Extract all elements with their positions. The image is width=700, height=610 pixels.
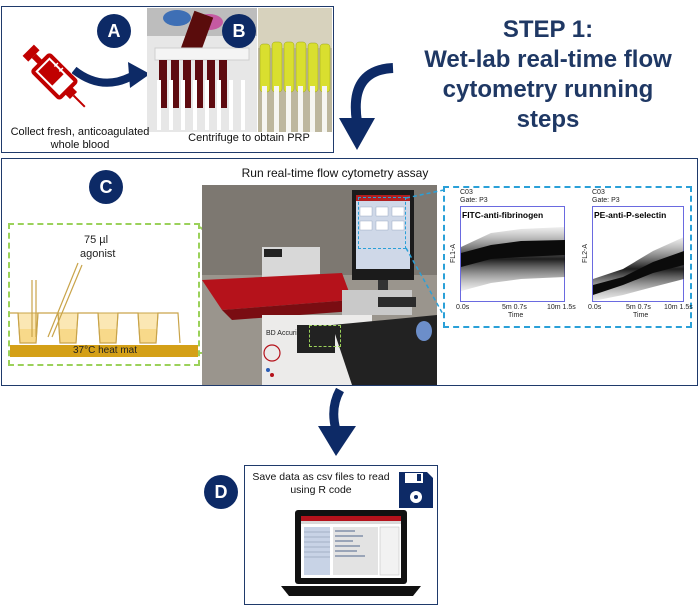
step-title-line1: STEP 1: (502, 16, 594, 43)
plot2-tick1: 0.0s (588, 304, 602, 311)
floppy-disk-icon (399, 472, 433, 508)
caption-a-line1: Collect fresh, anticoagulated (10, 126, 150, 138)
caption-d-line2: using R code (290, 484, 352, 496)
plot1-tick3: 10m 1.5s (547, 304, 576, 311)
agonist-label: agonist (80, 248, 116, 260)
caption-a-line2: whole blood (50, 139, 110, 151)
caption-d-line1: Save data as csv files to read (252, 471, 390, 483)
caption-a: Collect fresh, anticoagulated whole bloo… (4, 126, 156, 152)
badge-b: B (222, 14, 256, 48)
sample-holder-highlight (309, 325, 341, 347)
plots-box (443, 186, 692, 328)
monitor-highlight (358, 197, 406, 249)
prp-tubes-photo (258, 8, 332, 132)
step-title-line2: Wet-lab real-time flow (424, 46, 672, 73)
caption-b: Centrifuge to obtain PRP (188, 132, 310, 144)
badge-a: A (97, 14, 131, 48)
syringe-icon (22, 44, 86, 108)
plot2-title: PE-anti-P-selectin (594, 210, 667, 220)
arrow-to-panel-c (339, 63, 394, 150)
blue-connector (405, 189, 445, 317)
plot2-xlabel: Time (633, 312, 649, 319)
arrow-a-to-b (72, 62, 150, 88)
panel-c-title: Run real-time flow cytometry assay (241, 166, 429, 180)
plate-schematic-box (8, 223, 200, 366)
plot1-xlabel: Time (508, 312, 524, 319)
plot2-header1: C03 (592, 189, 605, 196)
badge-d: D (204, 475, 238, 509)
plot2-tick2: 5m 0.7s (626, 304, 651, 311)
plot1-tick1: 0.0s (456, 304, 470, 311)
plot2-ylabel: FL2-A (582, 243, 590, 264)
plot1-tick2: 5m 0.7s (502, 304, 527, 311)
plot1-title: FITC-anti-fibrinogen (462, 210, 544, 220)
plot2-header2: Gate: P3 (592, 197, 620, 204)
agonist-volume-label: 75 µl (84, 234, 109, 246)
step-title-line4: steps (516, 106, 580, 133)
plot2-tick3: 10m 1.5s (664, 304, 693, 311)
svg-text:BD Accuri: BD Accuri (266, 330, 297, 337)
cytometer-photo: BD Accuri (202, 185, 437, 385)
step-title: STEP 1: Wet-lab real-time flow cytometry… (398, 15, 698, 135)
plot1-header2: Gate: P3 (460, 197, 488, 204)
heat-mat-label: 37°C heat mat (72, 345, 138, 356)
pipette-icon (31, 262, 83, 338)
plot1-scatter (461, 227, 565, 291)
plot1-frame (460, 206, 565, 302)
plot1-header1: C03 (460, 189, 473, 196)
badge-c: C (89, 170, 123, 204)
laptop-icon (281, 510, 421, 596)
plot2-frame (592, 206, 684, 302)
arrow-to-panel-d (318, 388, 356, 456)
plot1-ylabel: FL1-A (450, 243, 458, 264)
caption-d: Save data as csv files to read using R c… (246, 471, 396, 497)
step-title-line3: cytometry running (442, 76, 654, 103)
plate-schematic (10, 262, 198, 357)
blood-tubes-photo (147, 8, 257, 132)
plot2-scatter (593, 237, 684, 301)
